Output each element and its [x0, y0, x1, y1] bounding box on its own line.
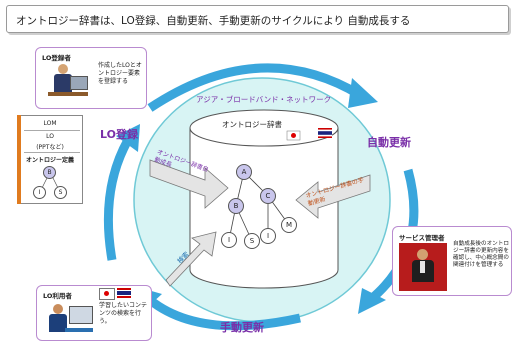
search-arrow — [165, 231, 217, 287]
ontology-node-a: A — [236, 164, 252, 180]
ontology-def-node-i: I — [33, 186, 46, 199]
ontology-def-node-b: B — [43, 166, 56, 179]
service-manager-card: サービス管理者 自動成長後のオントロジー辞書の更新内容を確認し、中心概念間の関連… — [392, 226, 512, 296]
service-manager-illustration — [399, 243, 447, 291]
cycle-arrowhead-top — [348, 78, 378, 108]
manual-update-label: 手動更新 — [220, 321, 264, 334]
lo-creator-card: LO登録者 作成したLOとオントロジー要素を登録する — [35, 47, 147, 109]
ontology-def-node-s: S — [54, 186, 67, 199]
cycle-arrowhead-right — [358, 288, 386, 314]
lom-box: LOM LO (PPTなど) オントロジー定義 B I S — [17, 115, 83, 204]
headline-box: オントロジー辞書は、LO登録、自動更新、手動更新のサイクルにより 自動成長する — [6, 5, 509, 33]
ontology-definition-title: オントロジー定義 — [25, 157, 74, 164]
auto-register-arrow — [149, 159, 229, 209]
lom-row: LOM — [43, 120, 57, 127]
ontology-node-i1: I — [221, 232, 237, 248]
cycle-arrow-bottom — [147, 296, 301, 331]
lo-register-label: LO登録 — [100, 128, 138, 141]
headline-text: オントロジー辞書は、LO登録、自動更新、手動更新のサイクルにより 自動成長する — [16, 15, 411, 27]
cycle-arrow-top — [147, 63, 363, 112]
ppt-row: (PPTなど) — [36, 144, 64, 151]
ontology-node-c: C — [260, 188, 276, 204]
lo-user-card: LO利用者 学習したいコンテンツの検索を行う。 — [36, 285, 152, 341]
ontology-node-s: S — [244, 233, 260, 249]
network-label: アジア・ブロードバンド・ネットワーク — [196, 95, 332, 104]
lo-creator-text: 作成したLOとオントロジー要素を登録する — [98, 62, 142, 85]
dictionary-cylinder-top — [189, 109, 339, 147]
ontology-node-m: M — [281, 217, 297, 233]
cycle-arrowhead-left — [116, 124, 140, 152]
dictionary-cylinder-body — [189, 128, 339, 289]
lo-creator-title: LO登録者 — [42, 54, 71, 62]
thai-flag — [318, 128, 332, 138]
lo-user-illustration — [45, 300, 95, 338]
lo-user-title: LO利用者 — [43, 292, 72, 300]
cycle-arrow-left — [103, 137, 132, 261]
dictionary-label: オントロジー辞書 — [222, 120, 282, 129]
lo-row: LO — [46, 133, 54, 140]
auto-update-label: 自動更新 — [367, 136, 411, 149]
service-manager-title: サービス管理者 — [399, 234, 445, 242]
thai-flag-small — [117, 288, 131, 298]
lo-creator-illustration — [44, 62, 90, 102]
japan-flag-small — [99, 288, 115, 300]
ontology-node-i2: I — [260, 228, 276, 244]
service-manager-text: 自動成長後のオントロジー辞書の更新内容を確認し、中心概念間の関連付けを管理する — [453, 241, 509, 268]
ontology-node-b: B — [228, 198, 244, 214]
lo-user-text: 学習したいコンテンツの検索を行う。 — [99, 302, 148, 325]
manual-update-arrow — [295, 174, 371, 219]
